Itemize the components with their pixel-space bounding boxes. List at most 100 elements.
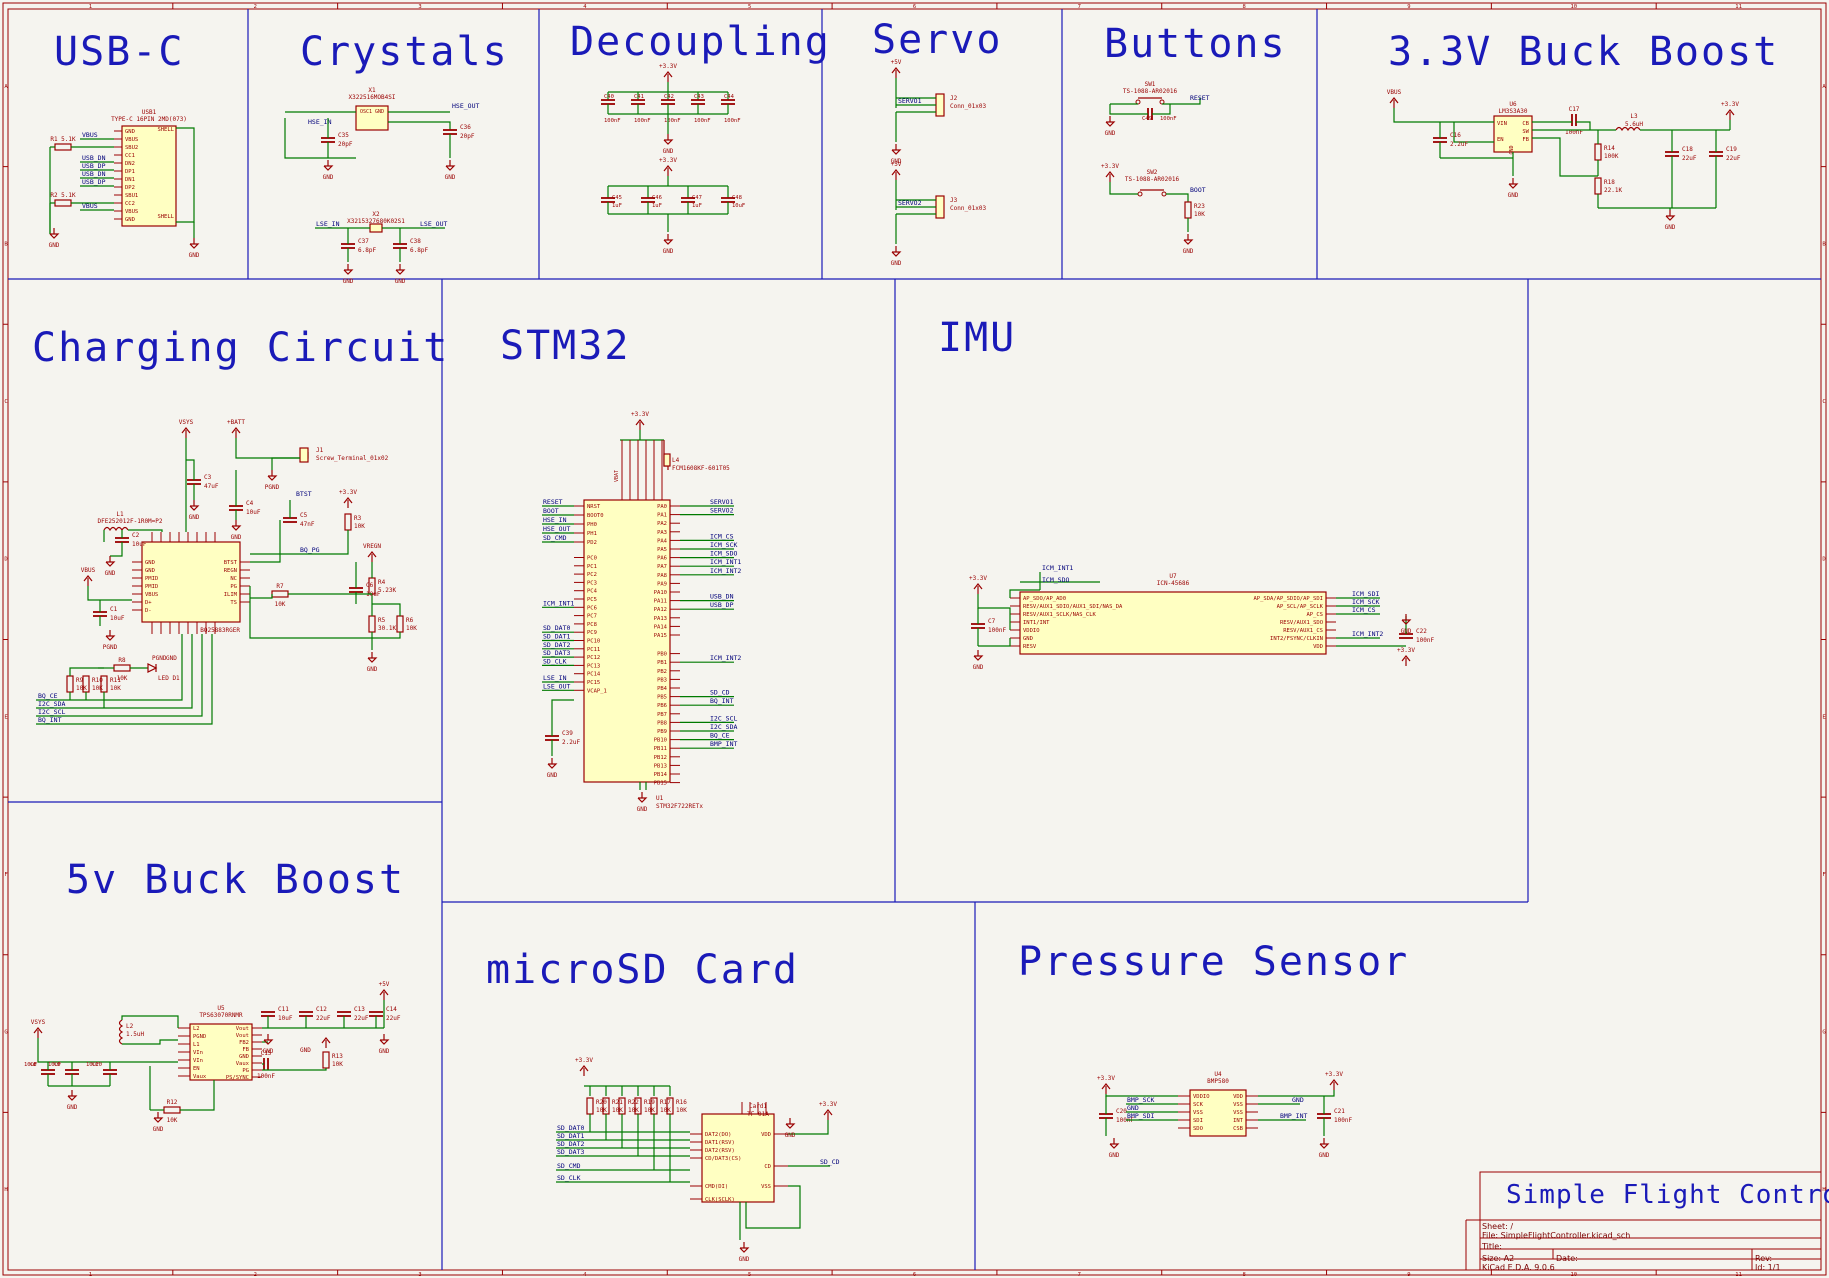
mcu-pin-name: PA4 xyxy=(657,538,668,544)
ic-value: BMP580 xyxy=(1207,1078,1229,1085)
resistor-value: 10K xyxy=(76,685,87,692)
ground-symbol xyxy=(1401,619,1412,625)
row-tick-label: G xyxy=(1822,1030,1825,1036)
ic-ref: U5 xyxy=(217,1005,225,1012)
net-label: ICM_SCK xyxy=(1352,598,1379,606)
section-title-buck33: 3.3V Buck Boost xyxy=(1388,29,1780,75)
row-tick-label: H xyxy=(1822,1187,1825,1193)
title-block-id: Id: 1/1 xyxy=(1755,1263,1781,1272)
capacitor-ref: C42 xyxy=(664,94,674,100)
power-symbol xyxy=(663,71,673,78)
capacitor-value: 20pF xyxy=(338,141,353,148)
net-label: ICM_CS xyxy=(1352,606,1376,614)
wire xyxy=(110,542,123,557)
ic-pin-name: SDO xyxy=(1193,1126,1203,1132)
title-block-title: Simple Flight Controller xyxy=(1506,1180,1829,1210)
connector-ref: J3 xyxy=(950,197,958,204)
resistor-ref: R11 xyxy=(110,677,121,684)
mcu-pin-name: PB1 xyxy=(657,660,667,666)
ic-pin-name: Vaux xyxy=(193,1074,207,1080)
power-label: +3.3V xyxy=(969,575,987,582)
sd-pin-name: CD/DAT3(CS) xyxy=(705,1156,741,1162)
usb-ref: USB1 xyxy=(142,109,157,116)
wire xyxy=(36,634,213,725)
net-label: ICM_INT1 xyxy=(710,558,741,566)
ground-symbol xyxy=(343,269,354,275)
ic-pin-name: PMID xyxy=(145,576,158,582)
power-label: +3.3V xyxy=(631,411,649,418)
power-label: VREGN xyxy=(363,543,381,550)
column-tick-label: 3 xyxy=(418,1272,421,1278)
net-label: ICM_SDO xyxy=(1042,576,1069,584)
capacitor-value: 10uF xyxy=(732,203,745,209)
ic-ref: U1 xyxy=(656,795,664,802)
column-tick-label: 7 xyxy=(1078,1272,1081,1278)
inductor-value: 5.6uH xyxy=(1625,121,1643,128)
section-title-servo: Servo xyxy=(872,17,1003,63)
capacitor-ref: C22 xyxy=(1416,628,1427,635)
usb-pin-name: DN1 xyxy=(125,177,135,183)
capacitor-ref: C13 xyxy=(354,1006,365,1013)
ground-label: GND xyxy=(323,174,334,181)
capacitor-value: 10uF xyxy=(110,615,125,622)
microsd-card-body xyxy=(701,1113,775,1203)
ic-pin-name: VDD xyxy=(1313,644,1323,650)
capacitor-ref: C49 xyxy=(1142,116,1152,122)
resistor-value: 10K xyxy=(612,1107,623,1114)
mcu-pin-name: PB15 xyxy=(654,781,667,787)
connector-value: Conn_01x03 xyxy=(950,103,987,110)
resistor-value: 10K xyxy=(275,601,286,608)
ic-pin-name: VSS xyxy=(1233,1102,1243,1108)
ic-value: STM32F722RETx xyxy=(656,803,703,810)
ic-pin-name: GND xyxy=(1509,145,1515,154)
sd-pin-name: VSS xyxy=(761,1184,771,1190)
capacitor-ref: C39 xyxy=(562,730,573,737)
net-label: LSE_OUT xyxy=(420,220,447,228)
servo-connector-body xyxy=(935,93,945,117)
ground-symbol xyxy=(663,139,674,145)
resistor-body xyxy=(54,143,72,151)
ground-label: GND xyxy=(153,1126,164,1133)
power-symbol xyxy=(379,989,389,996)
resistor-ref: R16 xyxy=(676,1099,687,1106)
ic-pin-name: PS/SYNC xyxy=(226,1075,249,1081)
mcu-pin-name: PB7 xyxy=(657,712,667,718)
capacitor-ref: C16 xyxy=(1450,132,1461,139)
capacitor-value: 10uF xyxy=(86,1062,99,1068)
net-label: SD_DAT1 xyxy=(557,1132,584,1140)
net-label: USB_DP xyxy=(82,178,106,186)
capacitor-value: 22uF xyxy=(1726,155,1741,162)
wire xyxy=(1393,108,1494,123)
ground-symbol xyxy=(663,239,674,245)
mcu-pin-name: PA5 xyxy=(657,547,667,553)
ic-pin-name: PG xyxy=(242,1068,249,1074)
ground-label: GND xyxy=(445,174,456,181)
capacitor-value: 2.2uF xyxy=(562,739,580,746)
wire xyxy=(1166,193,1189,202)
ground-symbol xyxy=(637,797,648,803)
ic-pin-name: SCK xyxy=(1193,1102,1204,1108)
resistor-ref: R5 xyxy=(378,617,386,624)
wire xyxy=(121,1015,179,1028)
resistor-ref: R9 xyxy=(76,677,84,684)
row-tick-label: F xyxy=(1822,872,1825,878)
net-label: RESET xyxy=(543,498,563,506)
ic-pin-name: AP_SDA/AP_SDIO/AP_SDI xyxy=(1253,596,1323,602)
net-label: ICM_INT2 xyxy=(710,654,741,662)
resistor-ref: R14 xyxy=(1604,145,1615,152)
net-label: BMP_SCK xyxy=(1127,1096,1154,1104)
power-label: +3.3V xyxy=(575,1057,593,1064)
net-label: SERVO1 xyxy=(710,498,734,506)
column-tick-label: 9 xyxy=(1407,4,1410,10)
power-label: +3.3V xyxy=(1097,1075,1115,1082)
ic-value: ICN-45686 xyxy=(1157,580,1190,587)
sd-pin-name: DAT2(RSV) xyxy=(705,1148,735,1154)
column-tick-label: 2 xyxy=(254,1272,257,1278)
capacitor-ref: C43 xyxy=(694,94,704,100)
power-label: VBUS xyxy=(81,567,96,574)
ic-ref: U6 xyxy=(1509,101,1517,108)
net-label: I2C_SCL xyxy=(710,714,737,722)
power-symbol xyxy=(231,427,241,434)
power-symbol xyxy=(1329,1079,1339,1086)
pressure-bmp-body xyxy=(1189,1089,1247,1137)
